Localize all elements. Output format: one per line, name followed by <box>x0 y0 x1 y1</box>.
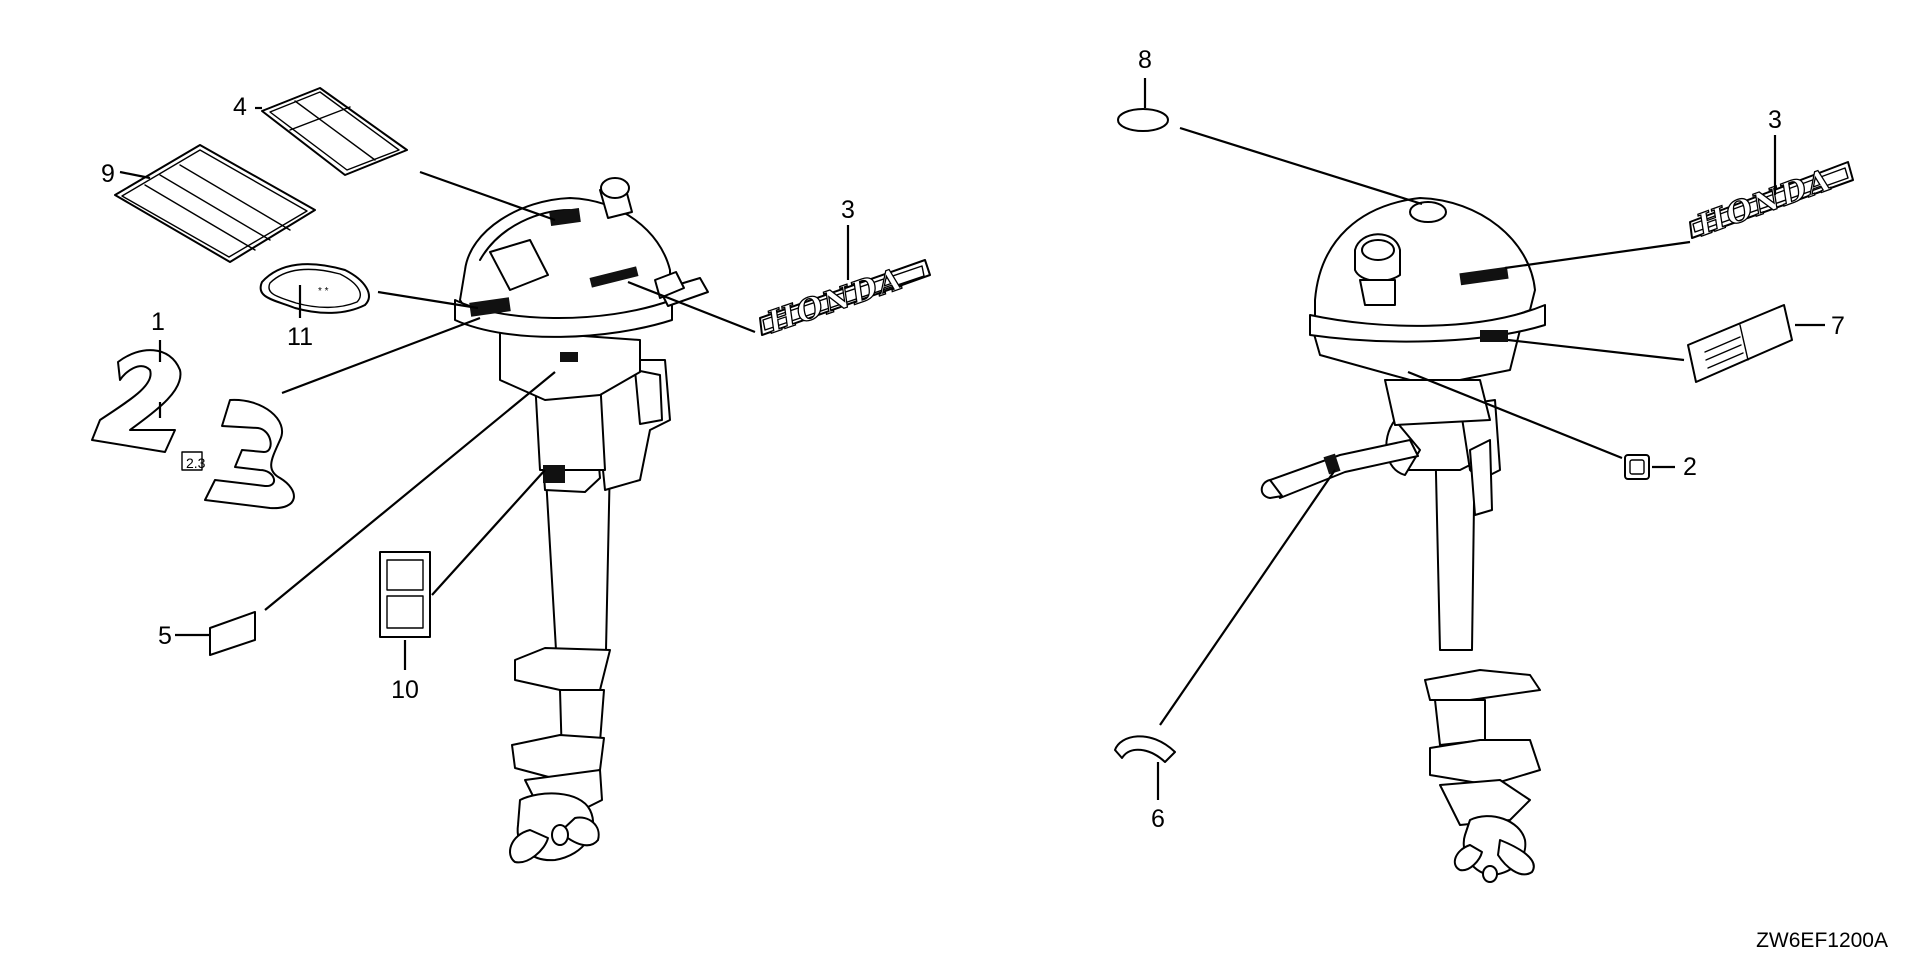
part-6-curved-band-icon <box>1114 735 1176 763</box>
part-11-oval-emblem-icon: * * <box>259 263 370 314</box>
callout-6: 6 <box>1151 805 1165 833</box>
leader-2-to-motor <box>1407 370 1623 460</box>
callout-3-left: 3 <box>841 196 855 224</box>
part-5-small-decal-icon <box>209 611 256 656</box>
callout-8: 8 <box>1138 46 1152 74</box>
callout-7: 7 <box>1831 312 1845 340</box>
callout-5: 5 <box>158 622 172 650</box>
callout-9: 9 <box>101 160 115 188</box>
svg-text:* *: * * <box>318 286 329 297</box>
callout-4: 4 <box>233 93 247 121</box>
part-8-oval-mark-icon <box>1117 108 1169 132</box>
callout-10: 10 <box>391 676 419 704</box>
outboard-motor-right <box>1260 197 1546 883</box>
leader-3-right-to-cowl <box>1504 240 1691 270</box>
callout-3-right: 3 <box>1768 106 1782 134</box>
leader-11-to-cowl <box>377 290 479 310</box>
part-3-honda-decal-right-icon: HONDA <box>1689 161 1854 245</box>
part-7-label-plate-icon <box>1687 304 1793 383</box>
part-9-emblem-plate-icon <box>114 144 316 263</box>
diagram-code: ZW6EF1200A <box>1756 929 1888 952</box>
leader-7-to-cowl <box>1507 338 1685 362</box>
leader-8-to-cowl <box>1179 126 1423 206</box>
part-1-model-badge-icon: 2.3 <box>91 349 295 510</box>
leader-9 <box>119 170 151 180</box>
leader-10-to-motor <box>431 469 546 596</box>
honda-decal-right-text: HONDA <box>1692 162 1838 244</box>
part-2-square-decal-icon <box>1624 454 1650 480</box>
honda-decal-left-text: HONDA <box>762 261 908 340</box>
leader-6-to-tiller <box>1159 469 1336 726</box>
part-3-honda-decal-left-icon: HONDA <box>759 259 931 342</box>
leader-1-to-cowl <box>281 316 481 395</box>
callout-numbers: 1 2 3 3 4 5 6 7 8 9 10 11 <box>101 46 1845 833</box>
model-badge-text: 2.3 <box>186 455 206 471</box>
leader-3-left-to-cowl <box>627 280 756 334</box>
outboard-motor-left <box>454 177 709 864</box>
callout-1: 1 <box>151 308 165 336</box>
callout-2: 2 <box>1683 453 1697 481</box>
leader-lines <box>119 78 1825 800</box>
part-4-label-icon <box>261 87 408 176</box>
leader-4-to-cowl <box>419 170 556 222</box>
part-10-caution-label-icon <box>379 551 431 638</box>
leader-5-to-motor <box>264 371 556 611</box>
callout-11: 11 <box>287 323 313 351</box>
